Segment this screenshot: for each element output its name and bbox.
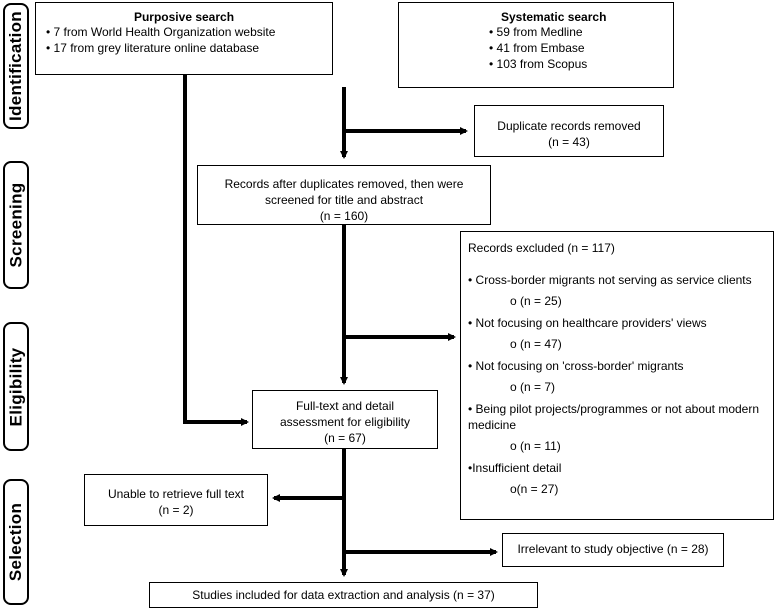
systematic-item: • 59 from Medline — [489, 25, 583, 39]
records-excluded-box: Records excluded (n = 117) • Cross-borde… — [460, 231, 774, 520]
fulltext-count: (n = 67) — [324, 431, 366, 445]
unable-count: (n = 2) — [158, 503, 194, 517]
excluded-title: Records excluded (n = 117) — [468, 241, 615, 255]
fulltext-assessment-box: Full-text and detail assessment for elig… — [252, 390, 438, 449]
irrelevant-box: Irrelevant to study objective (n = 28) — [502, 533, 724, 567]
excluded-reason-count: o (n = 7) — [510, 380, 556, 394]
excluded-reason-count: o (n = 11) — [510, 439, 561, 453]
stage-identification-label: Identification — [6, 11, 26, 121]
stage-selection: Selection — [3, 479, 29, 605]
stage-eligibility: Eligibility — [3, 322, 29, 451]
purposive-item: • 17 from grey literature online databas… — [46, 41, 259, 55]
stage-selection-label: Selection — [6, 502, 25, 582]
duplicates-removed-box: Duplicate records removed (n = 43) — [474, 105, 664, 157]
screened-records-box: Records after duplicates removed, then w… — [197, 165, 491, 225]
arrow-purposive-to-fulltext — [183, 74, 249, 426]
excluded-reason: • Not focusing on 'cross-border' migrant… — [468, 359, 684, 373]
excluded-reason-count: o (n = 47) — [510, 337, 562, 351]
purposive-search-title: Purposive search — [133, 10, 235, 24]
stage-eligibility-label: Eligibility — [6, 347, 25, 426]
stage-screening: Screening — [3, 161, 29, 289]
excluded-reason: • Being pilot projects/programmes or not… — [468, 402, 760, 432]
screened-line2: screened for title and abstract — [264, 193, 424, 207]
excluded-reason-count: o (n = 25) — [510, 294, 562, 308]
excluded-reason-count: o(n = 27) — [510, 482, 559, 496]
systematic-item: • 103 from Scopus — [489, 57, 588, 71]
systematic-search-title: Systematic search — [501, 10, 607, 24]
systematic-search-box: Systematic search • 59 from Medline • 41… — [398, 2, 674, 88]
unable-label: Unable to retrieve full text — [107, 487, 245, 501]
studies-included-box: Studies included for data extraction and… — [149, 582, 538, 608]
excluded-reason: • Not focusing on healthcare providers' … — [468, 316, 707, 330]
unable-retrieve-box: Unable to retrieve full text (n = 2) — [84, 474, 268, 526]
excluded-reason: •Insufficient detail — [468, 461, 562, 475]
irrelevant-label: Irrelevant to study objective (n = 28) — [517, 542, 709, 556]
stage-screening-label: Screening — [6, 182, 25, 268]
excluded-reason: • Cross-border migrants not serving as s… — [468, 273, 752, 287]
screened-line1: Records after duplicates removed, then w… — [224, 177, 464, 191]
fulltext-line1: Full-text and detail — [295, 399, 395, 413]
duplicates-label: Duplicate records removed — [497, 119, 641, 133]
included-label: Studies included for data extraction and… — [192, 588, 495, 602]
screened-count: (n = 160) — [319, 209, 369, 223]
purposive-search-box: Purposive search • 7 from World Health O… — [35, 2, 333, 75]
duplicates-count: (n = 43) — [548, 135, 590, 149]
stage-identification: Identification — [3, 3, 29, 129]
systematic-item: • 41 from Embase — [489, 41, 585, 55]
purposive-item: • 7 from World Health Organization websi… — [46, 25, 276, 39]
fulltext-line2: assessment for eligibility — [279, 415, 411, 429]
